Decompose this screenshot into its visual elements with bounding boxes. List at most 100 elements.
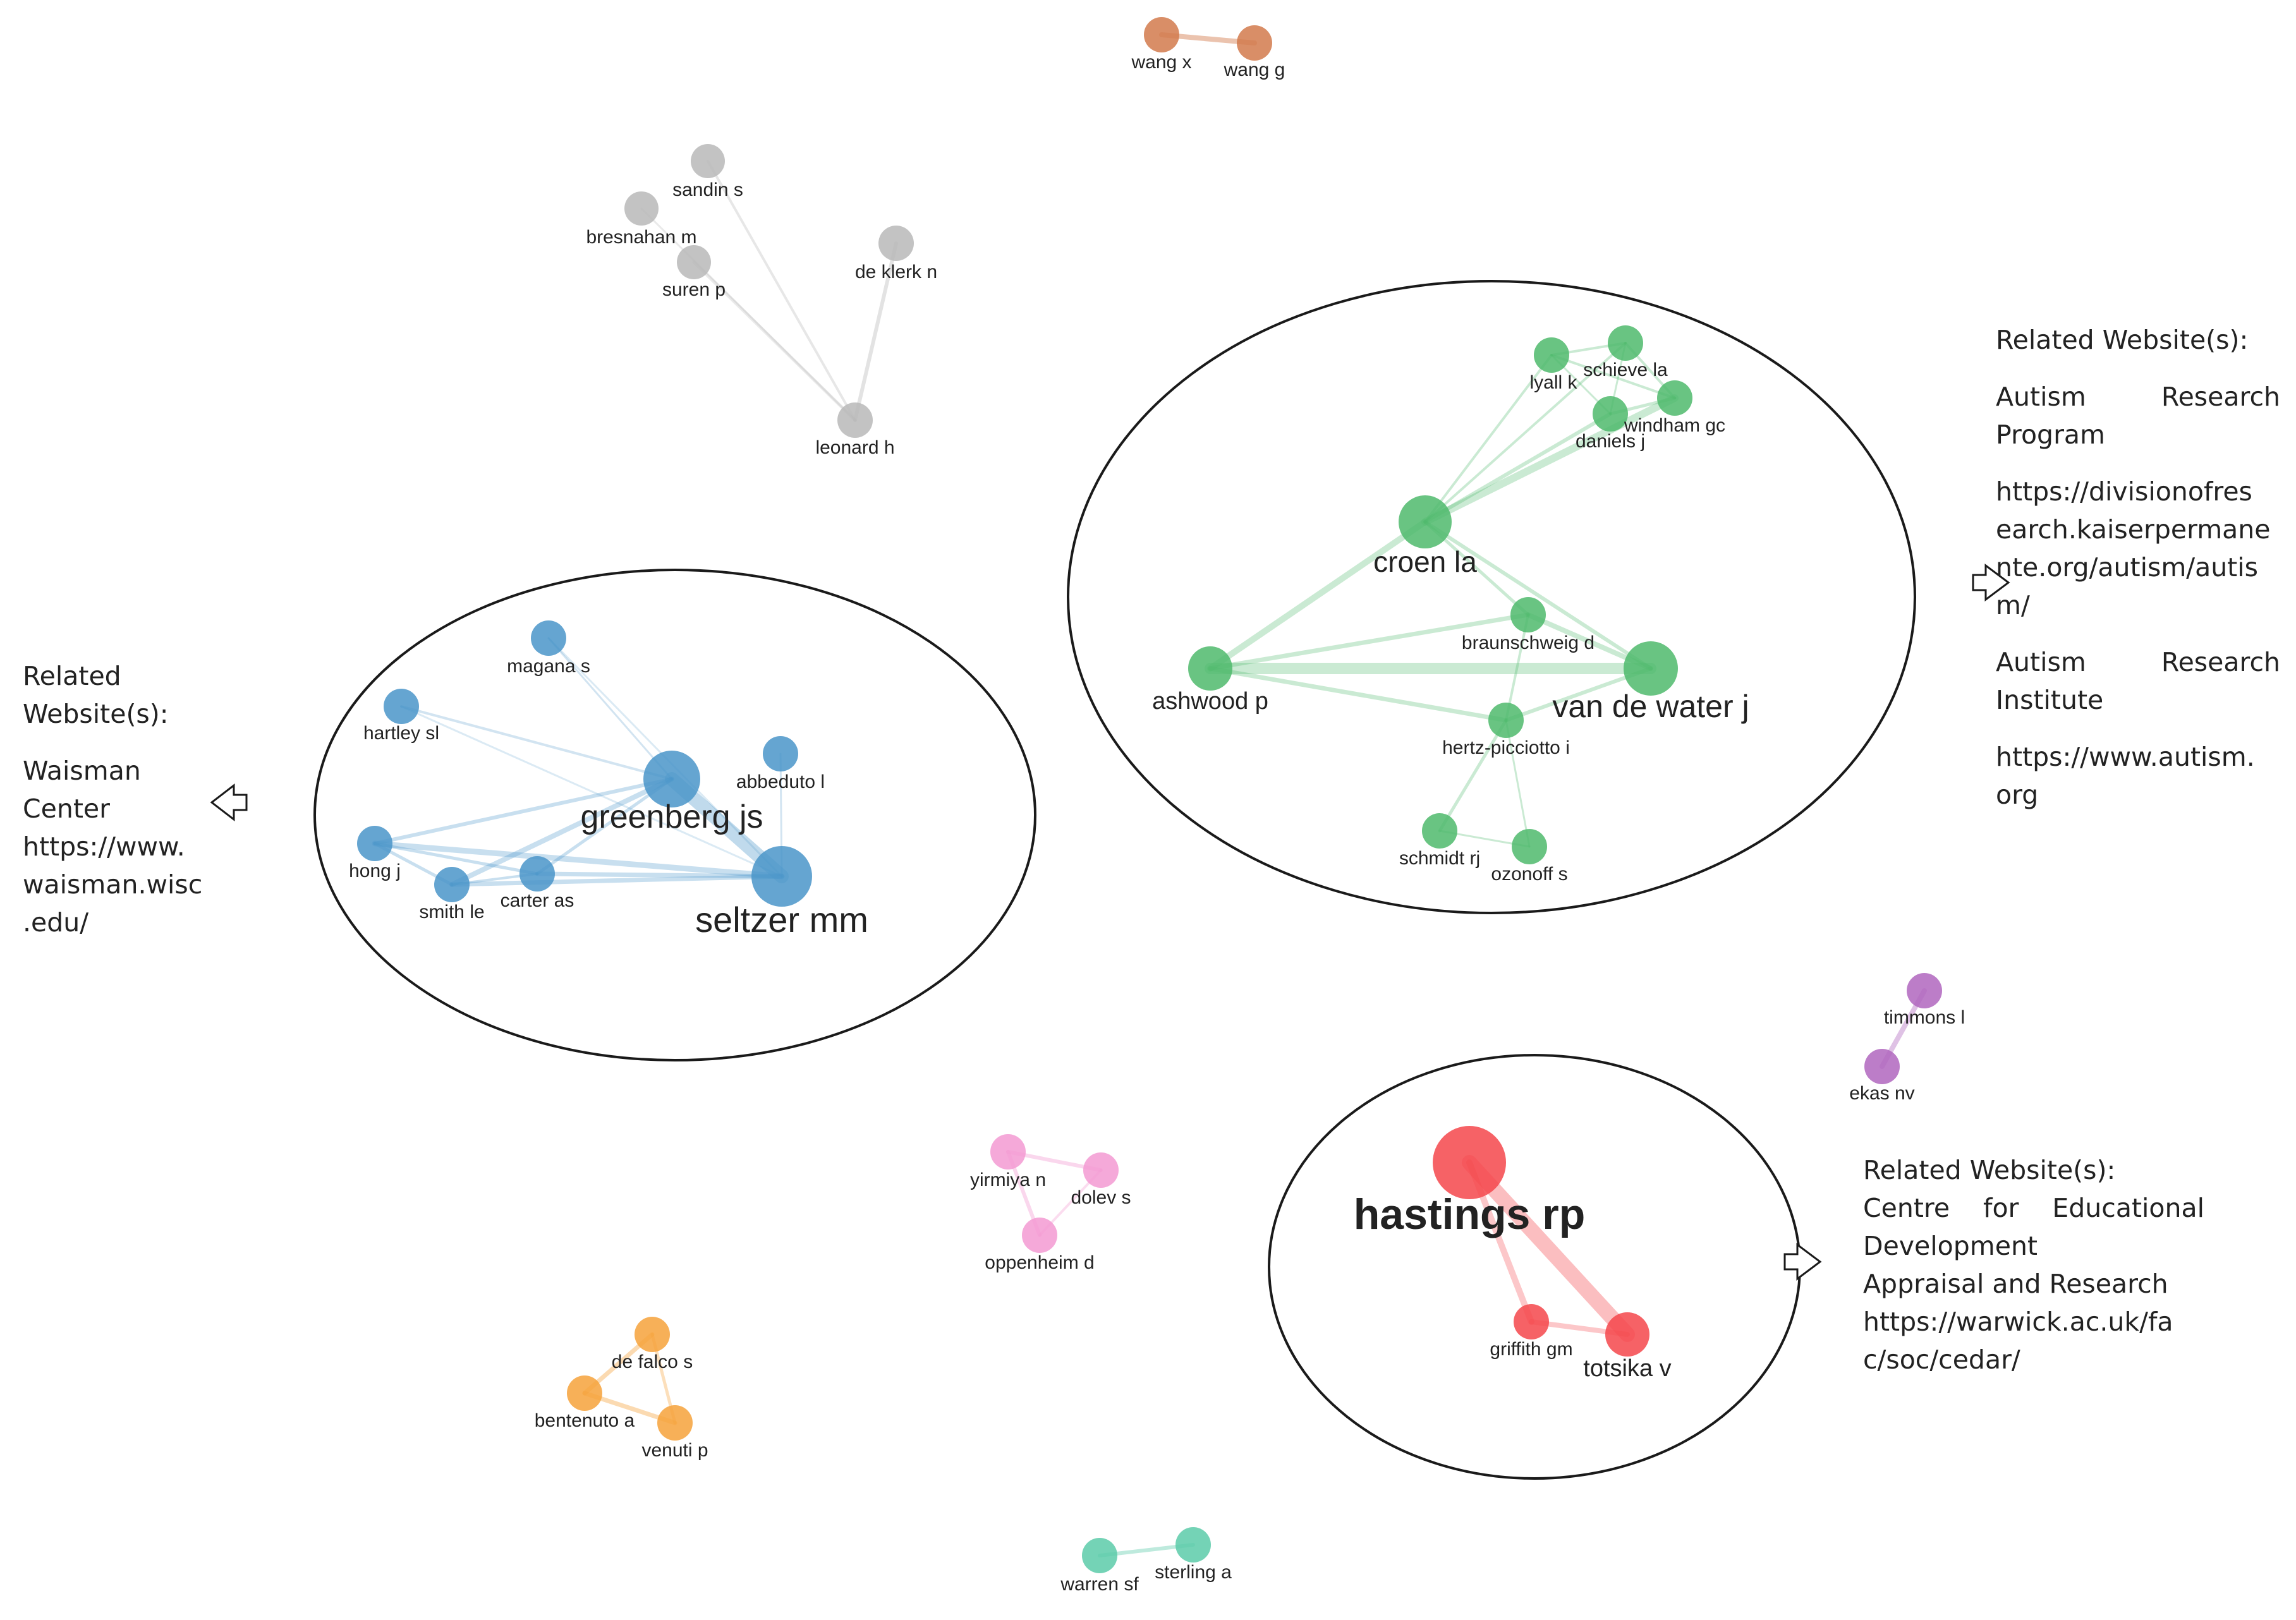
node-label-daniels-j: daniels j xyxy=(1576,431,1645,452)
node-abbeduto-l[interactable] xyxy=(763,736,798,771)
node-wang-x[interactable] xyxy=(1144,17,1179,52)
edge-croen-la-van-de-water-j xyxy=(1423,520,1653,670)
node-magana-s[interactable] xyxy=(531,620,566,656)
node-smith-le[interactable] xyxy=(434,867,470,902)
site-url: https://warwick.ac.uk/fa xyxy=(1863,1307,2173,1337)
edge-smith-le-seltzer-mm xyxy=(449,874,784,887)
node-croen-la[interactable] xyxy=(1399,495,1452,548)
site-url: m/ xyxy=(1996,590,2030,620)
edge-lyall-k-windham-gc xyxy=(1550,354,1676,399)
node-timmons-l[interactable] xyxy=(1907,973,1942,1008)
arrow-right-icon xyxy=(1783,1243,1822,1281)
edge-croen-la-windham-gc xyxy=(1421,394,1679,526)
node-label-venuti-p: venuti p xyxy=(641,1440,708,1461)
node-de-klerk-n[interactable] xyxy=(878,226,914,261)
edge-suren-p-leonard-h xyxy=(692,260,857,422)
node-bentenuto-a[interactable] xyxy=(567,1375,602,1411)
node-bresnahan-m[interactable] xyxy=(624,191,659,226)
node-label-windham-gc: windham gc xyxy=(1624,415,1725,436)
node-suren-p[interactable] xyxy=(677,245,711,279)
node-sterling-a[interactable] xyxy=(1175,1527,1211,1563)
node-label-hastings-rp: hastings rp xyxy=(1354,1190,1586,1238)
node-griffith-gm[interactable] xyxy=(1514,1304,1549,1339)
node-hong-j[interactable] xyxy=(357,826,392,861)
node-oppenheim-d[interactable] xyxy=(1022,1218,1057,1253)
node-label-wang-x: wang x xyxy=(1131,52,1191,73)
node-label-ekas-nv: ekas nv xyxy=(1849,1083,1914,1104)
node-label-schieve-la: schieve la xyxy=(1583,360,1668,380)
site-url: .edu/ xyxy=(23,907,89,938)
node-label-totsika-v: totsika v xyxy=(1583,1355,1671,1382)
edge-croen-la-schieve-la xyxy=(1424,342,1627,523)
node-dolev-s[interactable] xyxy=(1083,1152,1119,1188)
edge-hong-j-carter-as xyxy=(373,842,539,876)
node-yirmiya-n[interactable] xyxy=(990,1134,1026,1170)
node-label-sandin-s: sandin s xyxy=(672,179,743,200)
site-url: c/soc/cedar/ xyxy=(1863,1345,2020,1375)
annotation-heading: Website(s): xyxy=(23,699,169,729)
site-url: https://divisionofres xyxy=(1996,476,2252,507)
node-daniels-j[interactable] xyxy=(1593,396,1628,432)
node-label-croen-la: croen la xyxy=(1373,545,1477,578)
node-windham-gc[interactable] xyxy=(1657,380,1692,416)
node-label-yirmiya-n: yirmiya n xyxy=(970,1170,1046,1190)
node-totsika-v[interactable] xyxy=(1605,1312,1649,1357)
node-label-van-de-water-j: van de water j xyxy=(1552,689,1749,724)
site-name: Autism Research xyxy=(1996,647,2280,677)
node-de-falco-s[interactable] xyxy=(635,1317,670,1352)
node-hertz-picciotto-i[interactable] xyxy=(1488,703,1524,738)
node-wang-g[interactable] xyxy=(1237,25,1272,61)
node-label-sterling-a: sterling a xyxy=(1155,1562,1232,1583)
node-venuti-p[interactable] xyxy=(657,1405,693,1441)
node-label-bresnahan-m: bresnahan m xyxy=(586,227,696,248)
site-url: waisman.wisc xyxy=(23,869,203,900)
node-hastings-rp[interactable] xyxy=(1433,1126,1506,1199)
node-label-abbeduto-l: abbeduto l xyxy=(736,771,825,792)
node-label-warren-sf: warren sf xyxy=(1060,1574,1139,1595)
node-label-magana-s: magana s xyxy=(507,656,590,677)
node-ozonoff-s[interactable] xyxy=(1512,829,1547,864)
node-leonard-h[interactable] xyxy=(837,402,873,438)
node-label-suren-p: suren p xyxy=(662,279,726,300)
node-label-ozonoff-s: ozonoff s xyxy=(1491,864,1567,885)
edge-hertz-picciotto-i-braunschweig-d xyxy=(1505,614,1529,722)
node-ashwood-p[interactable] xyxy=(1188,646,1232,691)
node-schmidt-rj[interactable] xyxy=(1422,813,1457,849)
node-label-bentenuto-a: bentenuto a xyxy=(535,1410,635,1431)
edge-magana-s-greenberg-js xyxy=(547,637,673,780)
annotation-heading: Related Website(s): xyxy=(1863,1155,2116,1185)
node-braunschweig-d[interactable] xyxy=(1510,597,1546,632)
annotation-heading: Related Website(s): xyxy=(1996,325,2249,355)
node-greenberg-js[interactable] xyxy=(643,751,700,807)
edge-bresnahan-m-leonard-h xyxy=(640,207,856,421)
edge-ashwood-p-braunschweig-d xyxy=(1208,612,1531,671)
node-van-de-water-j[interactable] xyxy=(1624,641,1678,696)
annotation-autism-research: Related Website(s): Autism Research Prog… xyxy=(1996,321,2280,814)
node-label-greenberg-js: greenberg js xyxy=(580,799,763,835)
site-name: Autism Research xyxy=(1996,382,2280,412)
edge-hong-j-seltzer-mm xyxy=(372,840,785,880)
node-label-de-klerk-n: de klerk n xyxy=(855,262,937,282)
node-label-wang-g: wang g xyxy=(1224,59,1285,80)
node-label-seltzer-mm: seltzer mm xyxy=(695,900,868,940)
node-label-lyall-k: lyall k xyxy=(1529,372,1577,393)
node-hartley-sl[interactable] xyxy=(384,689,419,724)
node-seltzer-mm[interactable] xyxy=(751,846,812,907)
node-sandin-s[interactable] xyxy=(691,144,725,178)
label-layer: wang x wang g sandin s bresnahan m suren p de… xyxy=(349,52,1965,1595)
site-name: Centre for Educational xyxy=(1863,1193,2204,1223)
arrow-left-icon xyxy=(210,783,248,822)
arrow-right-icon xyxy=(1972,564,2010,601)
node-label-de-falco-s: de falco s xyxy=(612,1351,693,1372)
edge-croen-la-lyall-k xyxy=(1424,354,1553,523)
node-warren-sf[interactable] xyxy=(1082,1538,1117,1573)
site-name: Institute xyxy=(1996,685,2104,715)
node-schieve-la[interactable] xyxy=(1608,325,1643,361)
node-ekas-nv[interactable] xyxy=(1864,1049,1900,1084)
node-lyall-k[interactable] xyxy=(1534,337,1569,373)
site-url: nte.org/autism/autis xyxy=(1996,552,2259,583)
node-carter-as[interactable] xyxy=(519,856,555,892)
site-name: Appraisal and Research xyxy=(1863,1269,2168,1299)
node-label-hartley-sl: hartley sl xyxy=(363,723,439,744)
site-name: Program xyxy=(1996,420,2105,450)
